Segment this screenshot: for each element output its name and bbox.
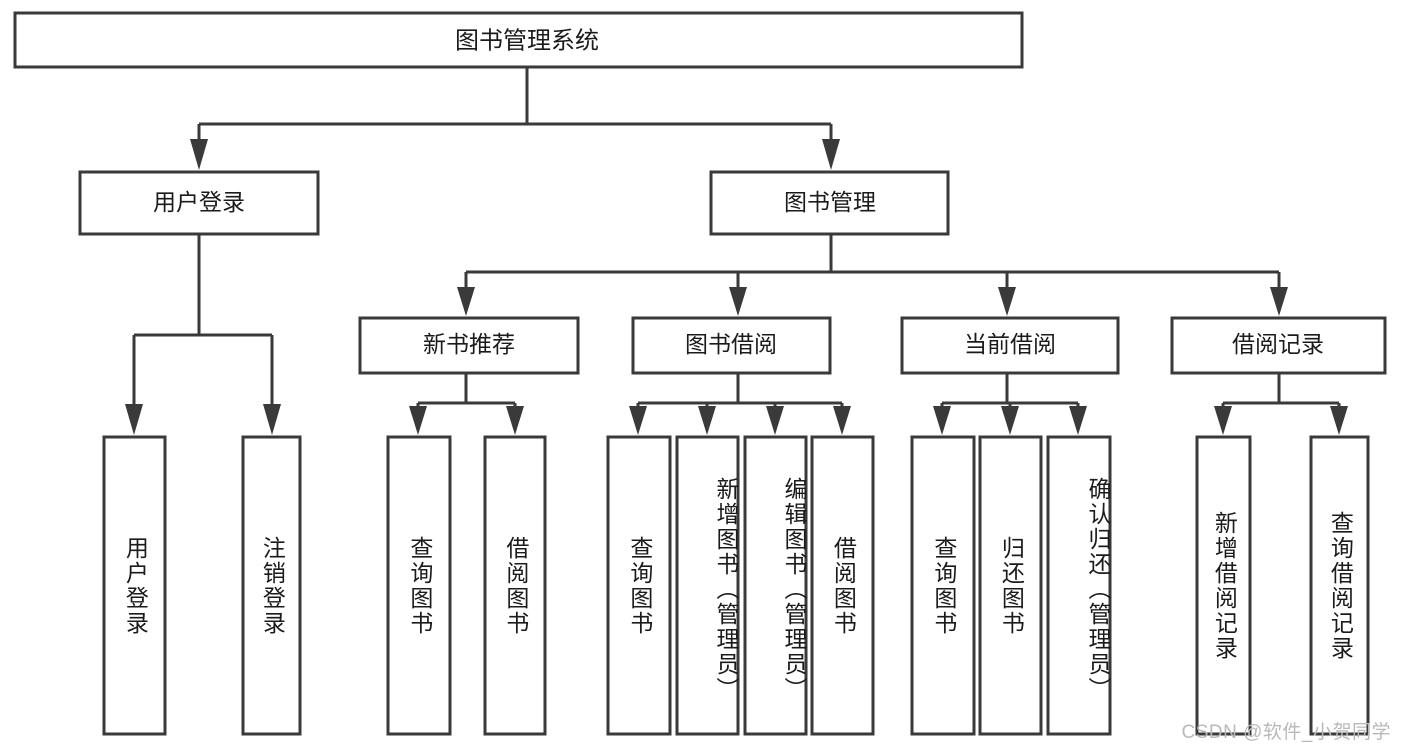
node-new-book-recommend[interactable]: 新书推荐 <box>358 316 580 375</box>
arrow-head-leaf-user-login <box>125 404 143 435</box>
leaf-box-add-book[interactable] <box>675 435 740 736</box>
arrow-head-leaf-query-book-3 <box>933 406 951 435</box>
node-user-login-box[interactable] <box>78 170 320 236</box>
leaf-box-add-borrow-record[interactable] <box>1195 435 1252 736</box>
arrow-head-leaf-borrow-book-2 <box>833 406 851 435</box>
node-new-book-recommend-box[interactable] <box>358 316 580 375</box>
arrow-head-leaf-add-book <box>698 406 716 435</box>
node-user-login-label: 用户登录 <box>153 189 245 215</box>
leaf-box-query-book-1[interactable] <box>386 435 452 736</box>
node-current-borrow-label: 当前借阅 <box>964 331 1056 357</box>
node-book-borrow-box[interactable] <box>631 316 832 375</box>
node-book-manage-label: 图书管理 <box>784 189 876 215</box>
arrow-head-leaf-add-borrow-record <box>1214 406 1232 435</box>
arrow-head-book-borrow <box>729 287 747 316</box>
arrow-head-new-book-recommend <box>457 287 475 316</box>
arrow-head-leaf-borrow-book-1 <box>506 406 524 435</box>
leaf-box-query-borrow-record[interactable] <box>1309 435 1370 736</box>
arrow-head-user-login <box>190 139 208 170</box>
leaf-box-edit-book[interactable] <box>743 435 808 736</box>
node-user-login[interactable]: 用户登录 <box>78 170 320 236</box>
connectors-group <box>125 67 1348 435</box>
arrow-head-leaf-query-book-1 <box>409 406 427 435</box>
node-borrow-record-box[interactable] <box>1170 316 1387 375</box>
arrow-head-book-manage <box>822 139 840 170</box>
leaf-boxes-group <box>102 435 1370 736</box>
leaf-box-query-book-3[interactable] <box>910 435 976 736</box>
node-book-borrow-label: 图书借阅 <box>685 331 777 357</box>
arrow-head-leaf-edit-book <box>766 406 784 435</box>
node-borrow-record-label: 借阅记录 <box>1232 331 1324 357</box>
node-book-manage[interactable]: 图书管理 <box>709 170 950 236</box>
arrow-head-leaf-return-book <box>1001 406 1019 435</box>
arrow-head-borrow-record <box>1270 287 1288 316</box>
node-root-label: 图书管理系统 <box>455 27 599 54</box>
watermark-text: CSDN @软件_小贺同学 <box>1181 722 1391 743</box>
arrow-head-leaf-query-borrow-record <box>1330 406 1348 435</box>
leaf-box-borrow-book-2[interactable] <box>810 435 875 736</box>
leaf-box-logout-login[interactable] <box>241 435 302 736</box>
arrow-head-leaf-query-book-2 <box>629 406 647 435</box>
leaf-box-return-book[interactable] <box>978 435 1043 736</box>
leaf-box-confirm-return[interactable] <box>1046 435 1112 736</box>
node-borrow-record[interactable]: 借阅记录 <box>1170 316 1387 375</box>
leaf-box-borrow-book-1[interactable] <box>483 435 547 736</box>
node-book-manage-box[interactable] <box>709 170 950 236</box>
arrow-head-current-borrow <box>998 287 1016 316</box>
leaf-box-query-book-2[interactable] <box>606 435 672 736</box>
node-book-borrow[interactable]: 图书借阅 <box>631 316 832 375</box>
node-new-book-recommend-label: 新书推荐 <box>423 331 515 357</box>
arrow-head-leaf-logout-login <box>263 404 281 435</box>
leaf-box-user-login[interactable] <box>102 435 167 736</box>
node-root[interactable]: 图书管理系统 <box>13 11 1024 69</box>
node-current-borrow-box[interactable] <box>900 316 1120 375</box>
node-current-borrow[interactable]: 当前借阅 <box>900 316 1120 375</box>
node-root-box[interactable] <box>13 11 1024 69</box>
arrow-head-leaf-confirm-return <box>1069 406 1087 435</box>
